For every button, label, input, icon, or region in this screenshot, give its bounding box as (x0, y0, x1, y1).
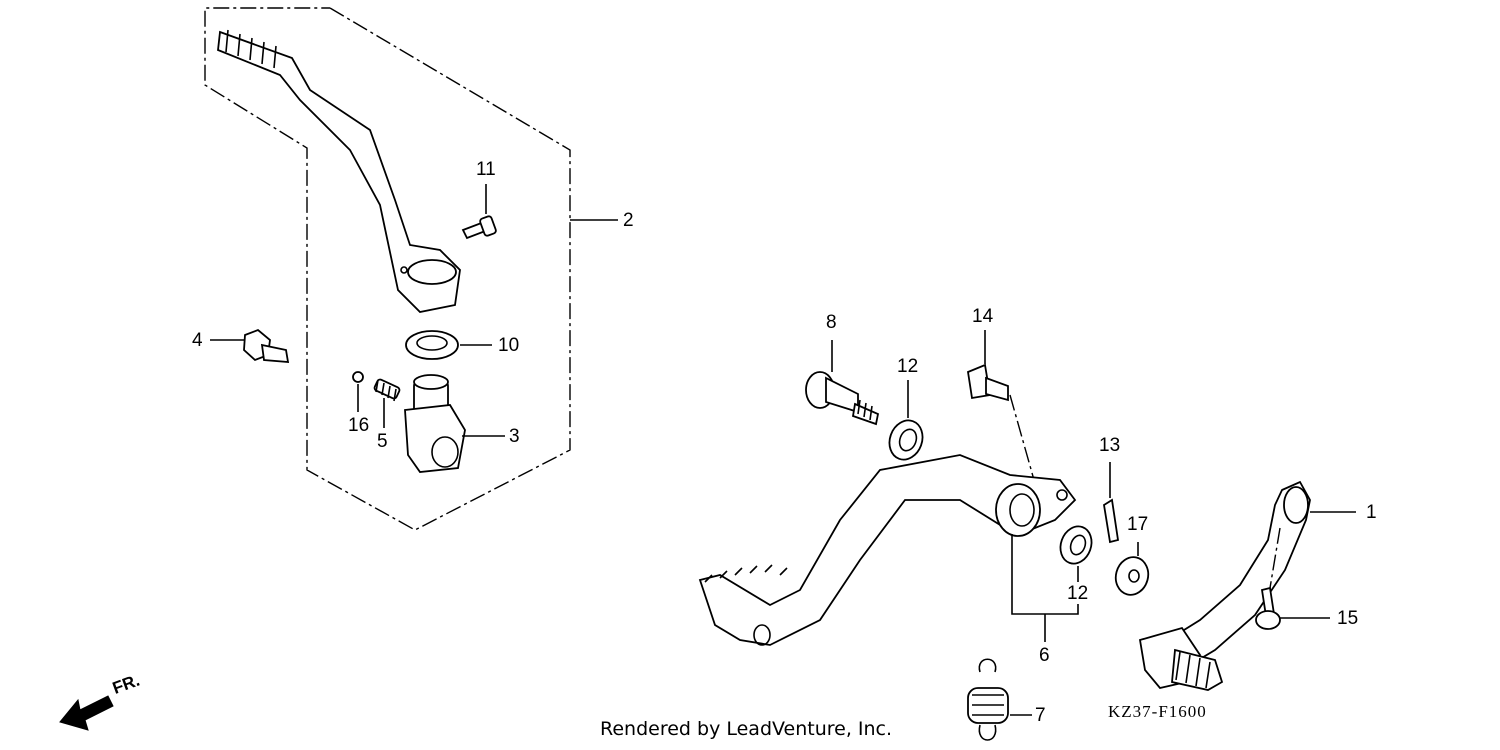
pin-alignment (1009, 394, 1035, 481)
clevis-pin-14 (967, 363, 1009, 402)
kick-boss-3 (404, 374, 466, 473)
callout-10: 10 (498, 335, 520, 356)
callout-2: 2 (623, 210, 634, 231)
callout-3: 3 (509, 426, 520, 447)
assembly-boundary (204, 7, 571, 531)
return-spring-7 (967, 658, 1009, 741)
brake-pedal-6 (698, 454, 1077, 646)
callout-16: 16 (348, 415, 370, 436)
bolt-15 (1255, 586, 1281, 630)
ball-16 (352, 371, 364, 383)
bolt-15-alignment (1269, 527, 1281, 589)
kick-starter-arm (217, 29, 461, 313)
footer-credit: Rendered by LeadVenture, Inc. (600, 718, 893, 740)
callout-6: 6 (1039, 645, 1050, 666)
callout-17: 17 (1127, 514, 1149, 535)
diagram-part-code: KZ37-F1600 (1108, 702, 1207, 721)
callout-13: 13 (1099, 435, 1121, 456)
bolt-4 (243, 328, 290, 363)
callout-8: 8 (826, 312, 837, 333)
callout-1: 1 (1366, 502, 1377, 523)
callout-12-lower: 12 (1067, 583, 1089, 604)
screw-11 (461, 215, 497, 240)
spring-5 (373, 378, 401, 402)
callout-7: 7 (1035, 705, 1046, 726)
callout-14: 14 (972, 306, 994, 327)
callout-5: 5 (377, 431, 388, 452)
seal-12-lower (1059, 525, 1093, 565)
cotter-pin-13 (1103, 498, 1120, 544)
callout-4: 4 (192, 330, 203, 351)
washer-17 (1114, 556, 1150, 596)
callout-12-upper: 12 (897, 356, 919, 377)
seal-12-upper (888, 419, 924, 461)
pivot-bolt-8 (805, 371, 880, 426)
gearshift-pedal-1 (1138, 480, 1311, 691)
fr-arrow-icon (59, 695, 114, 731)
seal-10 (405, 330, 459, 360)
callout-15: 15 (1337, 608, 1359, 629)
callout-11: 11 (476, 159, 496, 180)
